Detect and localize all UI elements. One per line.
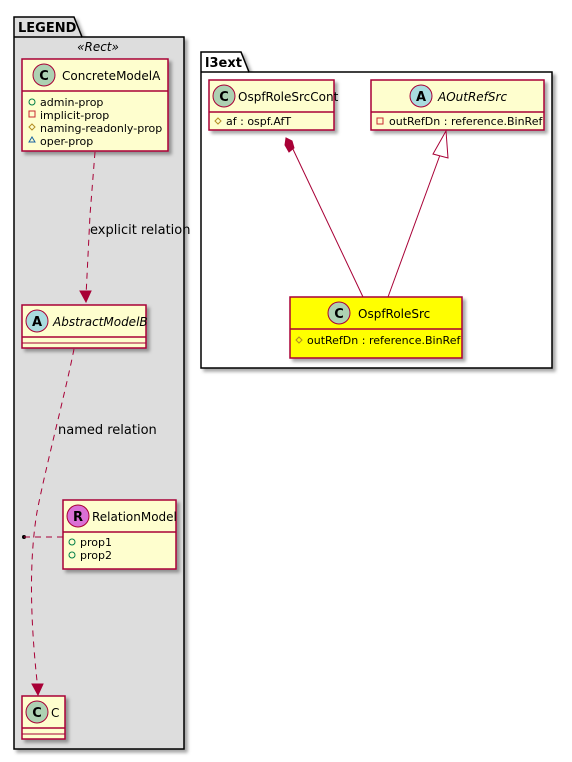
composition-edge bbox=[284, 137, 364, 298]
legend-title: LEGEND bbox=[18, 21, 77, 36]
abstract-model-class[interactable]: A AbstractModelB bbox=[21, 304, 148, 349]
class-c-glyph: C bbox=[39, 69, 49, 84]
ospf-role-src-class[interactable]: C OspfRoleSrc outRefDn : reference.BinRe… bbox=[289, 296, 463, 359]
class-c-badge-icon bbox=[32, 63, 56, 87]
public-visibility-icon bbox=[28, 98, 36, 106]
arrowhead-icon bbox=[31, 683, 44, 697]
protected-visibility-icon bbox=[28, 123, 36, 131]
src-name: OspfRoleSrc bbox=[358, 307, 430, 321]
named-relation-edge: named relation bbox=[22, 348, 157, 697]
explicit-relation-label: explicit relation bbox=[90, 223, 190, 238]
protected-visibility-icon bbox=[295, 336, 303, 344]
attr-admin-prop: admin-prop bbox=[40, 96, 103, 109]
a-out-ref-src-class[interactable]: A AOutRefSrc outRefDn : reference.BinRef bbox=[370, 79, 545, 131]
cont-glyph: C bbox=[219, 90, 229, 105]
relation-model-name: RelationModel bbox=[92, 510, 177, 524]
target-class-c[interactable]: C C bbox=[21, 695, 66, 740]
inheritance-edge bbox=[387, 129, 449, 298]
ospf-role-src-cont-class[interactable]: C OspfRoleSrcCont af : ospf.AfT bbox=[208, 79, 339, 131]
attr-prop2: prop2 bbox=[80, 549, 112, 562]
legend-stereotype: «Rect» bbox=[77, 40, 119, 54]
private-visibility-icon bbox=[376, 117, 384, 125]
attr-naming-readonly-prop: naming-readonly-prop bbox=[40, 122, 162, 135]
class-c-badge-icon bbox=[212, 84, 236, 108]
src-attr: outRefDn : reference.BinRef bbox=[307, 334, 461, 347]
abstract-model-name: AbstractModelB bbox=[52, 315, 148, 329]
class-c-badge-icon bbox=[25, 700, 49, 724]
target-c-name: C bbox=[51, 706, 59, 720]
class-a-badge-icon bbox=[409, 84, 433, 108]
explicit-relation-edge: explicit relation bbox=[79, 151, 190, 304]
attr-implicit-prop: implicit-prop bbox=[40, 109, 109, 122]
cont-name: OspfRoleSrcCont bbox=[238, 90, 339, 104]
composition-diamond-icon bbox=[284, 137, 295, 153]
relation-model-class[interactable]: R RelationModel prop1 prop2 bbox=[62, 499, 177, 570]
public-visibility-icon bbox=[68, 551, 76, 559]
src-glyph: C bbox=[334, 307, 344, 322]
concrete-model-name: ConcreteModelA bbox=[62, 69, 161, 83]
private-visibility-icon bbox=[28, 110, 36, 118]
named-relation-label: named relation bbox=[58, 423, 157, 438]
aref-name: AOutRefSrc bbox=[437, 90, 507, 104]
class-r-badge-icon bbox=[66, 504, 90, 528]
arrowhead-icon bbox=[79, 290, 92, 304]
aref-attr: outRefDn : reference.BinRef bbox=[389, 115, 543, 128]
package-visibility-icon bbox=[28, 136, 36, 143]
class-a-glyph: A bbox=[32, 315, 42, 330]
cont-attr: af : ospf.AfT bbox=[226, 115, 291, 128]
target-c-glyph: C bbox=[32, 706, 42, 721]
attr-prop1: prop1 bbox=[80, 536, 112, 549]
attr-oper-prop: oper-prop bbox=[40, 135, 93, 148]
l3ext-title: l3ext bbox=[205, 56, 242, 71]
l3ext-package: l3ext bbox=[200, 51, 553, 369]
public-visibility-icon bbox=[68, 538, 76, 546]
class-r-glyph: R bbox=[73, 510, 83, 525]
class-a-badge-icon bbox=[25, 309, 49, 333]
aref-glyph: A bbox=[416, 90, 426, 105]
class-c-badge-icon bbox=[327, 301, 351, 325]
concrete-model-class[interactable]: C ConcreteModelA admin-prop implicit-pro… bbox=[21, 58, 169, 152]
inheritance-triangle-icon bbox=[432, 129, 449, 159]
protected-visibility-icon bbox=[214, 117, 222, 125]
